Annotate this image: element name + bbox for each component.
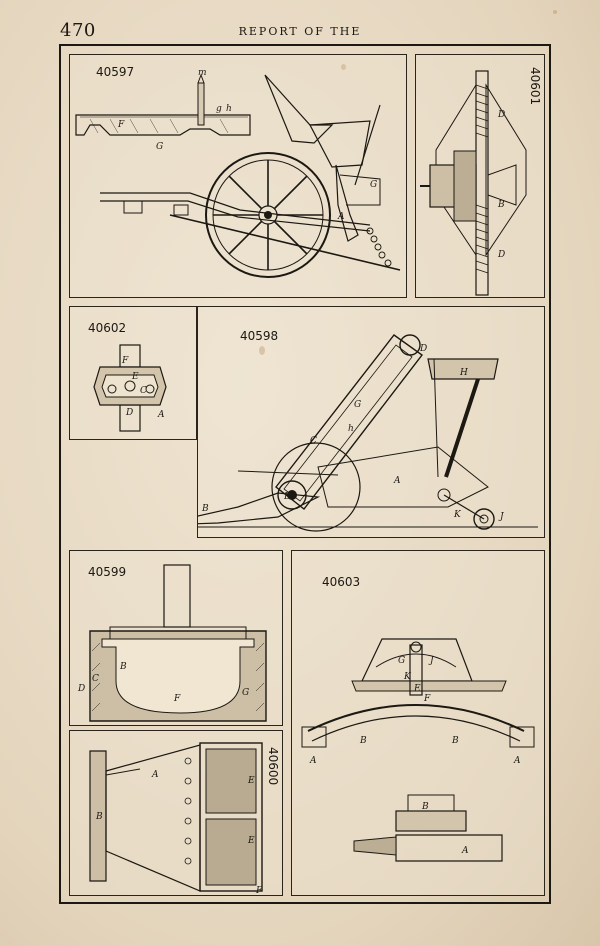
label-H: H [459, 368, 468, 378]
stain-mark [553, 10, 557, 14]
label-g: g [216, 104, 222, 114]
label-F: F [117, 120, 125, 130]
carriage-drawing: G J K F E B B A A B A [301, 638, 535, 862]
label-h: h [348, 424, 354, 434]
label-G: G [156, 142, 163, 152]
figure-panel-40600: 40600 A B E E F [69, 730, 283, 896]
label-K: K [403, 672, 412, 682]
patent-number: 40603 [322, 575, 361, 589]
seed-planter-drawing: m g h F G [75, 68, 401, 278]
label-B-bottom: B [421, 802, 429, 812]
label-A: A [337, 212, 345, 222]
label-A: A [393, 476, 401, 486]
patent-number: 40597 [96, 65, 135, 79]
label-F: F [255, 886, 263, 896]
figure-panel-40598: 40598 [197, 306, 545, 538]
label-J: J [498, 512, 505, 522]
label-K: K [453, 510, 462, 520]
drier-drawing: A B E E F [89, 742, 263, 896]
screw-mechanism-drawing: D B D [420, 70, 527, 296]
label-B-left: B [359, 736, 367, 746]
label-E: E [131, 372, 139, 382]
label-m: m [198, 68, 207, 78]
figure-panel-40601: 40601 D [415, 54, 545, 298]
label-A: A [151, 770, 159, 780]
kiln-section-drawing: B C D F G [77, 564, 267, 722]
label-D: D [77, 684, 85, 694]
elevator-digger-drawing: D H G h C I A B D K J [198, 334, 538, 532]
page-number: 470 [60, 20, 96, 41]
label-h: h [226, 104, 232, 114]
label-F: F [121, 356, 129, 366]
label-D: D [497, 110, 505, 120]
label-D: D [125, 408, 133, 418]
label-G: G [354, 400, 361, 410]
label-J: J [428, 656, 435, 666]
label-B: B [119, 662, 127, 672]
label-G: G [242, 688, 249, 698]
label-C: C [92, 674, 99, 684]
label-G2: G [370, 180, 377, 190]
label-E2: E [247, 836, 255, 846]
label-C: C [310, 436, 317, 446]
running-head: REPORT OF THE [238, 25, 362, 38]
figure-panel-40597: 40597 m g h F G [69, 54, 407, 298]
patent-number: 40599 [88, 565, 127, 579]
label-D2: D [497, 250, 505, 260]
engraving-plate: 40597 m g h F G [59, 44, 551, 904]
label-B: B [497, 200, 505, 210]
patent-number: 40598 [240, 329, 279, 343]
label-F: F [173, 694, 181, 704]
label-C: C [140, 386, 147, 396]
label-F: F [423, 694, 431, 704]
figure-panel-40603: 40603 G J K F E B B [291, 550, 545, 896]
label-A-right: A [513, 756, 521, 766]
label-B: B [201, 504, 209, 514]
label-B-right: B [451, 736, 459, 746]
stain-mark [259, 346, 265, 355]
figure-panel-40602: 40602 F E C D A [69, 306, 197, 440]
label-A-bottom: A [461, 846, 469, 856]
label-D-bottom: D [283, 492, 291, 502]
label-I: I [459, 424, 464, 434]
label-G: G [398, 656, 405, 666]
label-E: E [413, 684, 421, 694]
stain-mark [341, 64, 346, 70]
label-B: B [95, 812, 103, 822]
figure-panel-40599: 40599 B C D F G [69, 550, 283, 726]
valve-section-drawing: F E C D A [93, 344, 167, 432]
label-E: E [247, 776, 255, 786]
label-D-top: D [419, 344, 427, 354]
label-A: A [157, 410, 165, 420]
label-A-left: A [309, 756, 317, 766]
patent-number: 40602 [88, 321, 127, 335]
